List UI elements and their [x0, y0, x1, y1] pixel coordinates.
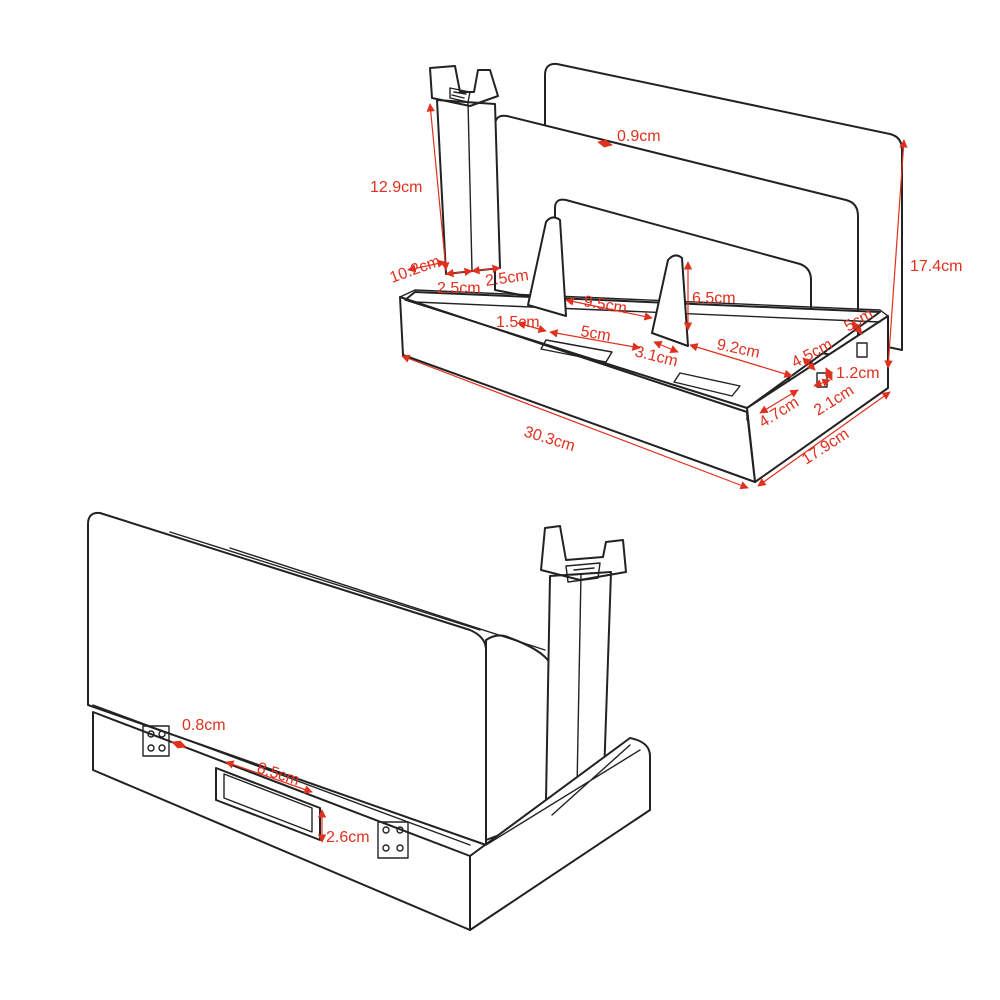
dim-label-pole-w1: 2.5cm — [437, 280, 481, 297]
dim-label-back-c: 1.2cm — [836, 365, 880, 382]
rear-base-right — [469, 737, 651, 931]
dimension-lines — [171, 103, 908, 843]
bottom-organizer-drawing — [87, 511, 651, 931]
rear-pole-holder — [540, 525, 627, 581]
top-organizer-drawing — [399, 62, 903, 483]
right-hinge — [377, 821, 409, 859]
pole-holder — [429, 65, 499, 107]
left-divider — [527, 216, 567, 317]
dim-label-handle-h: 2.6cm — [326, 829, 370, 846]
dim-label-slot1-len: 5cm — [579, 323, 612, 345]
dim-label-pole-height: 12.9cm — [370, 179, 422, 196]
dim-label-total-height: 17.4cm — [910, 258, 962, 275]
left-hinge — [142, 725, 170, 757]
dim-label-pole-w2: 2.5cm — [484, 267, 530, 290]
dim-label-divider-height: 6.5cm — [692, 290, 736, 307]
dim-label-pole-offset: 10.2cm — [388, 253, 443, 287]
dim-label-hinge-gap: 0.8cm — [182, 717, 226, 734]
right-divider — [651, 254, 689, 347]
dim-label-length: 30.3cm — [522, 424, 577, 456]
dim-label-slot1-offset: 1.5cm — [496, 314, 540, 331]
dim-label-slot-gap: 0.9cm — [617, 128, 661, 145]
